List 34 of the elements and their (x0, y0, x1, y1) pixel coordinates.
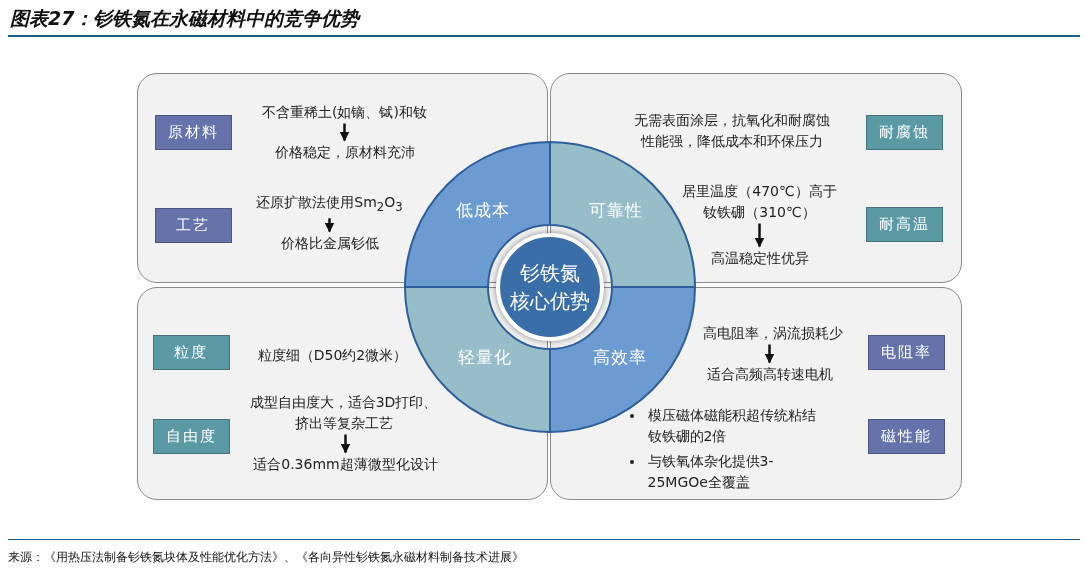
category-label: 电阻率 (867, 334, 945, 370)
category-label: 耐腐蚀 (865, 114, 943, 150)
description-text: 价格稳定，原材料充沛 (234, 141, 455, 163)
arrow (339, 123, 350, 142)
description-text: 价格比金属钐低 (229, 232, 430, 254)
description-text: 无需表面涂层，抗氧化和耐腐蚀性能强，降低成本和环保压力 (631, 109, 832, 152)
description-text: 高温稳定性优异 (679, 247, 840, 269)
description-text: 居里温度（470℃）高于钕铁硼（310℃） (677, 180, 842, 223)
category-label: 原材料 (154, 114, 232, 150)
center-text: 钐铁氮 (520, 260, 580, 287)
category-label: 自由度 (152, 418, 230, 454)
description-text: 适合高频高转速电机 (694, 363, 845, 385)
bullet-item: 模压磁体磁能积超传统粘结钕铁硼的2倍 (625, 404, 822, 447)
segment-label: 轻量化 (457, 345, 512, 368)
arrow (754, 223, 765, 248)
description-text: 粒度细（D50约2微米） (242, 344, 423, 366)
segment-label: 低成本 (455, 198, 510, 221)
arrow (764, 344, 775, 364)
category-label: 磁性能 (867, 418, 945, 454)
arrow (324, 218, 335, 233)
bullet-item: 与铁氧体杂化提供3-25MGOe全覆盖 (625, 450, 822, 493)
arrow (340, 434, 351, 454)
category-label: 粒度 (152, 334, 230, 370)
figure-title: 图表27：钐铁氮在永磁材料中的竞争优势 (10, 6, 360, 31)
panel-card (550, 287, 962, 500)
category-label: 工艺 (154, 207, 232, 243)
segment-label: 高效率 (592, 345, 647, 368)
description-text: 适合0.36mm超薄微型化设计 (234, 453, 457, 475)
category-label: 耐高温 (865, 206, 943, 242)
segment-label: 可靠性 (588, 198, 643, 221)
description-text: 成型自由度大，适合3D打印、挤出等复杂工艺 (245, 391, 442, 434)
source-caption: 来源：《用热压法制备钐铁氮块体及性能优化方法》、《各向异性钐铁氮永磁材料制备技术进展》 (8, 549, 524, 566)
center-text: 核心优势 (510, 288, 590, 315)
description-text: 高电阻率，涡流损耗少 (687, 322, 858, 344)
